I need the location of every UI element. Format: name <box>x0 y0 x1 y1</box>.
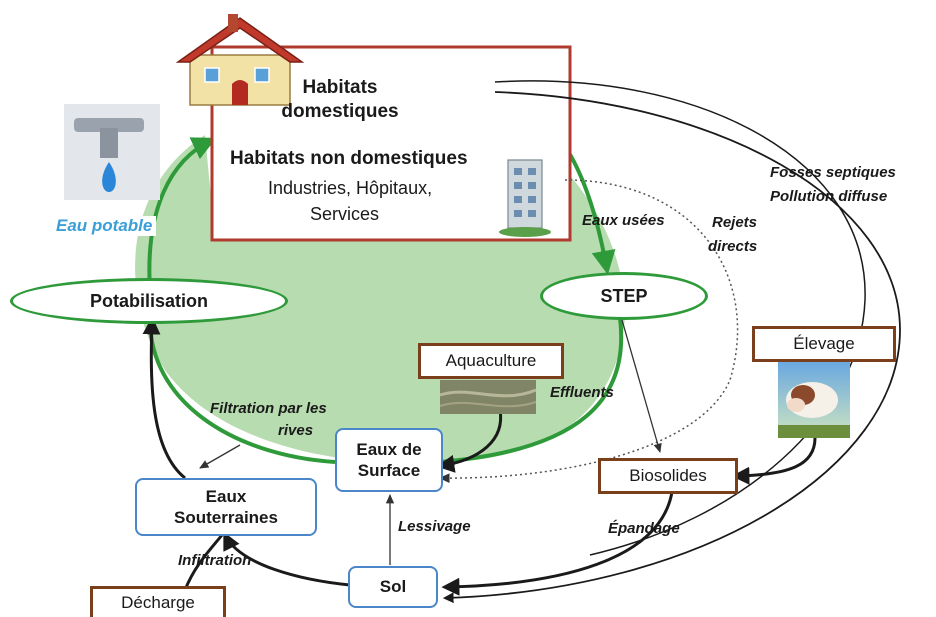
infiltration-arrow <box>223 531 351 587</box>
office-building-icon <box>499 159 551 237</box>
eaux-de-surface-line2: Surface <box>357 461 421 480</box>
rejets-directs-arrow <box>438 179 739 483</box>
rejets-directs-line2: directs <box>708 238 758 255</box>
decharge-node: Décharge <box>90 586 226 617</box>
eaux-de-surface-line1: Eaux de <box>356 440 422 459</box>
sol-node: Sol <box>348 566 438 608</box>
fosses-septiques-label: Fosses septiques <box>770 164 896 181</box>
pollution-diffuse-arrow <box>494 80 866 556</box>
eaux-de-surface-node: Eaux de Surface <box>335 428 443 492</box>
potabilisation-label: Potabilisation <box>89 290 208 311</box>
potabilisation-node: Potabilisation <box>10 278 288 324</box>
aquaculture-image <box>439 380 537 414</box>
eaux-souterraines-line2: Souterraines <box>174 508 278 527</box>
biosolides-node: Biosolides <box>598 458 738 494</box>
pollution-diffuse-label: Pollution diffuse <box>770 188 888 205</box>
epandage-label: Épandage <box>608 520 680 537</box>
step-node: STEP <box>540 272 708 320</box>
cow-image <box>778 362 850 438</box>
eau-potable-label: Eau potable <box>52 216 157 236</box>
habitats-non-domestiques-title: Habitats non domestiques <box>230 148 468 169</box>
biosolides-label: Biosolides <box>629 466 707 485</box>
aquaculture-label: Aquaculture <box>445 351 537 370</box>
elevage-label: Élevage <box>793 334 855 353</box>
decharge-arrow <box>183 534 224 591</box>
eaux-souterraines-line1: Eaux <box>205 487 247 506</box>
epandage-arrow <box>441 491 674 596</box>
step-to-biosolides-arrow <box>621 319 662 453</box>
habitats-domestiques-line2: domestiques <box>281 101 399 122</box>
filtration-line2: rives <box>278 422 314 439</box>
eaux-usees-label: Eaux usées <box>582 212 665 229</box>
habitats-domestiques-line1: Habitats <box>302 77 378 98</box>
lessivage-label: Lessivage <box>398 518 471 535</box>
aquaculture-node: Aquaculture <box>418 343 564 379</box>
eaux-souterraines-node: Eaux Souterraines <box>135 478 317 536</box>
elevage-node: Élevage <box>752 326 896 362</box>
cycle-arrow-to-habitats <box>147 137 217 291</box>
fosses-septiques-arrow <box>442 91 901 604</box>
cycle-arrow-step-to-surface <box>439 317 624 464</box>
filtration-line1: Filtration par les <box>210 400 327 417</box>
filtration-arrow <box>199 444 241 469</box>
habitats-non-domestiques-line1: Industries, Hôpitaux, <box>268 178 433 198</box>
aquaculture-to-surface-arrow <box>436 409 503 473</box>
faucet-icon <box>64 104 160 200</box>
sol-label: Sol <box>379 577 407 596</box>
souterraines-to-potabilisation-arrow <box>142 316 186 480</box>
habitats-non-domestiques-line2: Services <box>310 204 380 224</box>
decharge-label: Décharge <box>121 593 195 612</box>
rejets-directs-line1: Rejets <box>712 214 758 231</box>
step-label: STEP <box>600 285 648 306</box>
effluents-label: Effluents <box>550 384 614 401</box>
elevage-to-biosolides-arrow <box>731 437 817 485</box>
habitats-domestiques-label: Habitats domestiques <box>260 76 420 124</box>
cycle-arc-left <box>148 319 336 464</box>
infiltration-label: Infiltration <box>178 552 252 569</box>
house-icon <box>175 14 305 106</box>
